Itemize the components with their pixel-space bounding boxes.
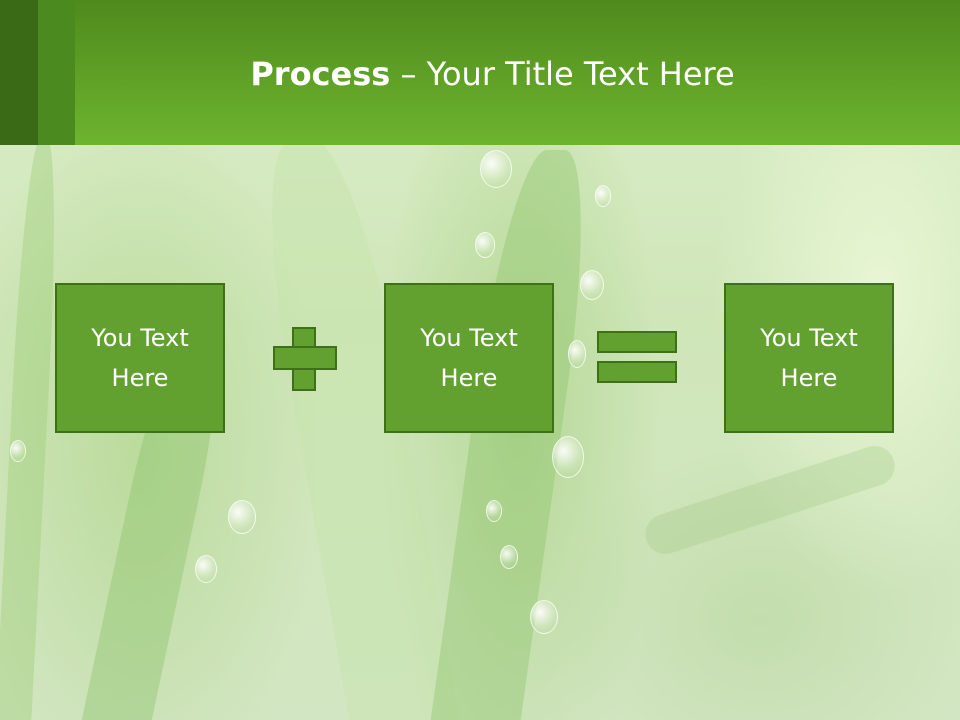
water-drop [500,545,518,569]
process-box-line: You Text [420,324,518,352]
water-drop [568,340,586,368]
water-drop [480,150,512,188]
water-drop [10,440,26,462]
slide-title: Process – Your Title Text Here [0,52,960,96]
equals-icon-bottom-bar [597,361,677,383]
water-drop [580,270,604,300]
header-accent-stripe [38,0,75,145]
water-drop [228,500,256,534]
water-drop [530,600,558,634]
grass-blade [640,440,900,560]
process-box-text: You Text Here [70,318,210,398]
water-drop [475,232,495,258]
header-accent-stripe [0,0,38,145]
water-drop [195,555,217,583]
title-bold: Process [250,55,391,93]
process-box-line: Here [780,364,838,392]
process-box-line: You Text [760,324,858,352]
grass-blade [0,140,62,720]
title-rest: – Your Title Text Here [390,55,735,93]
equals-icon-top-bar [597,331,677,353]
grass-blade [429,150,601,720]
water-drop [486,500,502,522]
process-box-line: Here [440,364,498,392]
water-drop [595,185,611,207]
process-box-line: Here [111,364,169,392]
process-box-2[interactable]: You Text Here [384,283,554,433]
title-bar: Process – Your Title Text Here [0,0,960,145]
process-box-3[interactable]: You Text Here [724,283,894,433]
water-drop [552,436,584,478]
process-box-1[interactable]: You Text Here [55,283,225,433]
process-box-text: You Text Here [739,318,879,398]
process-box-text: You Text Here [399,318,539,398]
process-box-line: You Text [91,324,189,352]
plus-icon-center [294,348,314,368]
